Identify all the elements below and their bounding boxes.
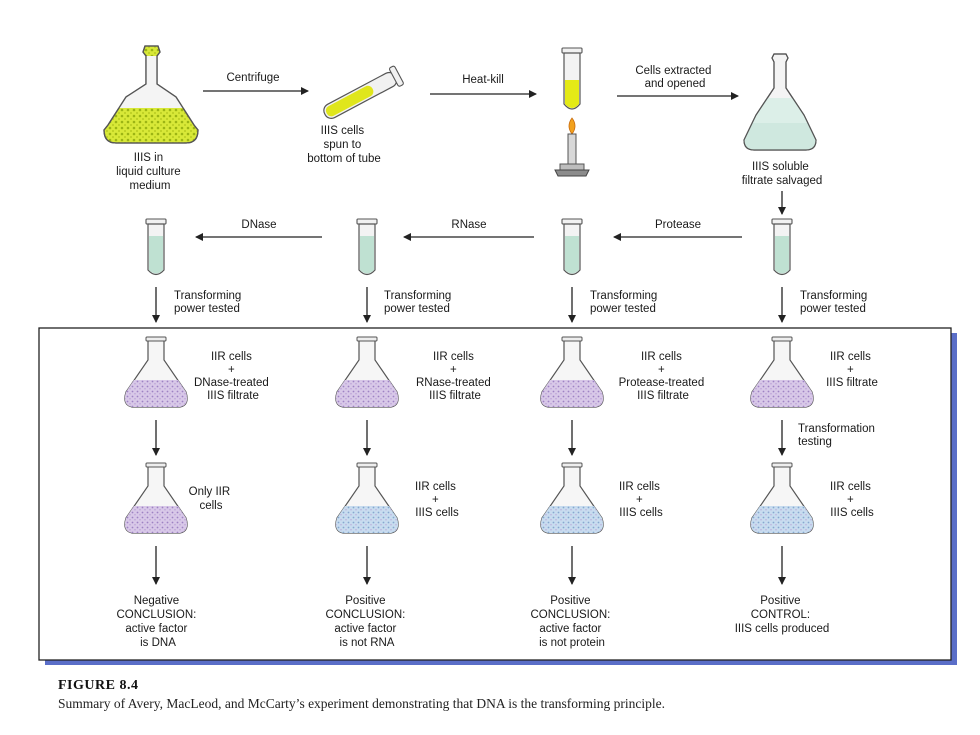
mix-flask-dnase-icon <box>124 336 188 408</box>
mix-label-protease: IIR cells + Protease-treated IIIS filtra… <box>619 351 708 402</box>
result-flask-control-icon <box>750 462 814 534</box>
dnase-label: DNase <box>241 219 276 231</box>
filtrate-flask-icon <box>743 53 817 151</box>
result-flask-protease-icon <box>540 462 604 534</box>
conclusion-control: Positive CONTROL: IIIS cells produced <box>735 595 830 635</box>
centrifuge-label: Centrifuge <box>226 72 279 84</box>
mix-label-control: IIR cells + IIIS filtrate <box>826 351 878 389</box>
result-flasks <box>124 462 814 534</box>
mix-label-rnase: IIR cells + RNase-treated IIIS filtrate <box>416 351 494 402</box>
spun-label: IIIS cells spun to bottom of tube <box>307 125 381 165</box>
result-label-control: IIR cells + IIIS cells <box>830 481 874 519</box>
result-label-rnase: IIR cells + IIIS cells <box>415 481 459 519</box>
mix-result-arrows <box>152 420 786 456</box>
culture-label: IIIS in liquid culture medium <box>116 152 184 192</box>
result-label-dnase: Only IIR cells <box>189 486 234 512</box>
extract-label: Cells extracted and opened <box>635 65 714 90</box>
mix-flask-protease-icon <box>540 336 604 408</box>
mix-flasks <box>124 336 814 408</box>
rnase-label: RNase <box>451 219 486 231</box>
figure-caption: Summary of Avery, MacLeod, and McCarty’s… <box>58 696 665 711</box>
tube-protease-icon <box>561 218 583 276</box>
tube-rnase-icon <box>356 218 378 276</box>
conclusion-dnase: Negative CONCLUSION: active factor is DN… <box>116 595 199 649</box>
protease-label: Protease <box>655 219 701 231</box>
bunsen-burner-icon <box>554 117 590 177</box>
culture-flask-icon <box>103 45 199 144</box>
tube-dnase-icon <box>145 218 167 276</box>
result-label-protease: IIR cells + IIIS cells <box>619 481 663 519</box>
filtrate-label: IIIS soluble filtrate salvaged <box>742 161 823 187</box>
heated-tube-icon <box>561 47 583 110</box>
conclusion-rnase: Positive CONCLUSION: active factor is no… <box>325 595 408 649</box>
spun-tube-icon <box>323 65 404 119</box>
heat-kill-label: Heat-kill <box>462 74 504 86</box>
result-flask-rnase-icon <box>335 462 399 534</box>
mix-flask-control-icon <box>750 336 814 408</box>
tested-arrows <box>152 287 786 323</box>
test-tubes-row <box>145 218 793 276</box>
transformation-testing-label: Transformation testing <box>798 423 878 448</box>
mix-flask-rnase-icon <box>335 336 399 408</box>
result-flask-dnase-icon <box>124 462 188 534</box>
mix-label-dnase: IIR cells + DNase-treated IIIS filtrate <box>194 351 272 402</box>
result-conclusion-arrows <box>152 546 786 585</box>
conclusion-protease: Positive CONCLUSION: active factor is no… <box>530 595 613 649</box>
figure-title: FIGURE 8.4 <box>58 678 139 693</box>
tube-control-icon <box>771 218 793 276</box>
